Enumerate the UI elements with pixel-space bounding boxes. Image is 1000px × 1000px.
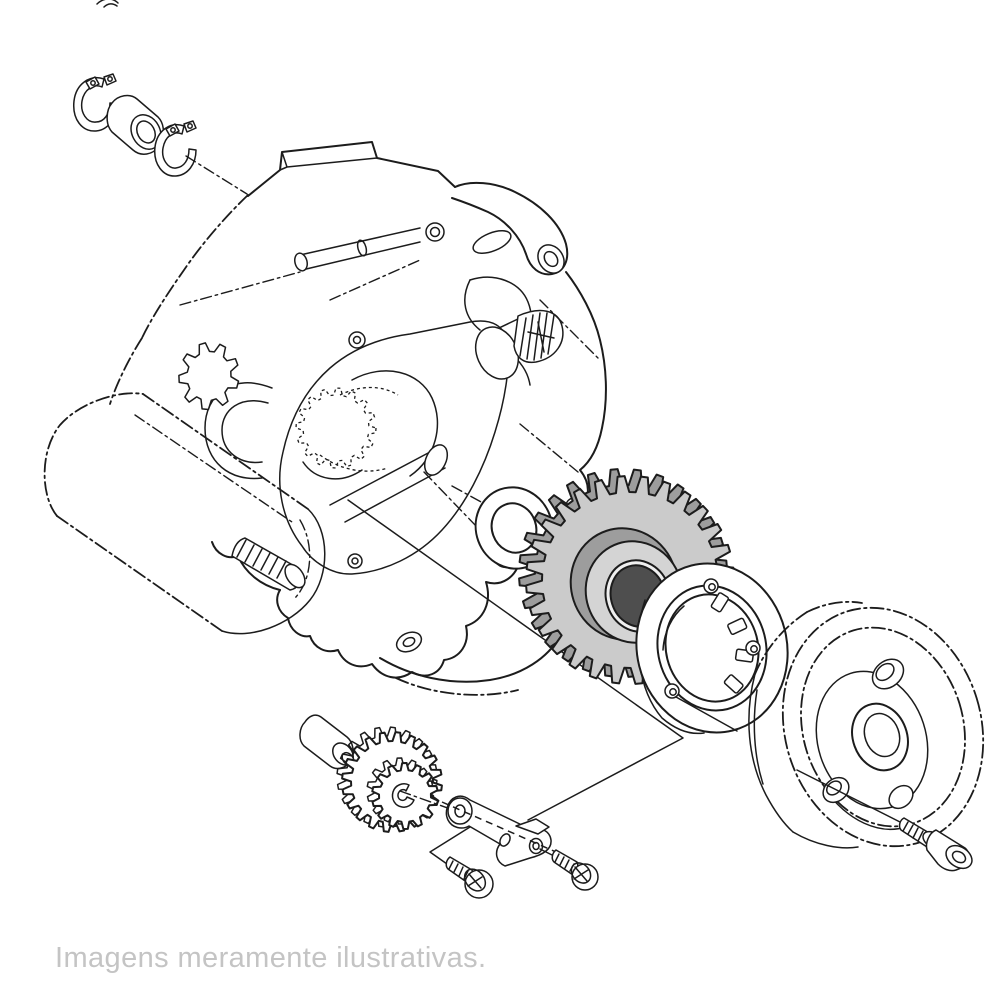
leader-clutch-bolt [675, 696, 738, 732]
retainer-screw-2-icon [551, 849, 599, 891]
flywheel-center-bore [851, 702, 909, 772]
gear-retainer-bracket [399, 790, 557, 867]
snap-ring-1-icon [73, 73, 118, 132]
starter-motor [43, 392, 326, 635]
spacer-bushing-icon [106, 94, 165, 155]
retainer-screw-1-icon [445, 856, 494, 899]
engine-crankcase [109, 141, 607, 696]
flywheel-rotor [748, 600, 985, 849]
flywheel-bolt-icon [796, 769, 973, 872]
leader-clutch-position [347, 499, 684, 821]
leader-flywheel-bolt [796, 769, 901, 823]
leader-snap-rings [185, 155, 248, 195]
leader-screw-1 [429, 826, 471, 865]
clutch-rollers [710, 592, 755, 694]
disclaimer-caption: Imagens meramente ilustrativas. [55, 942, 487, 974]
cropped-part-fragment [96, 0, 119, 8]
starter-idler-gear [336, 726, 443, 833]
snap-ring-2-icon [154, 120, 197, 177]
